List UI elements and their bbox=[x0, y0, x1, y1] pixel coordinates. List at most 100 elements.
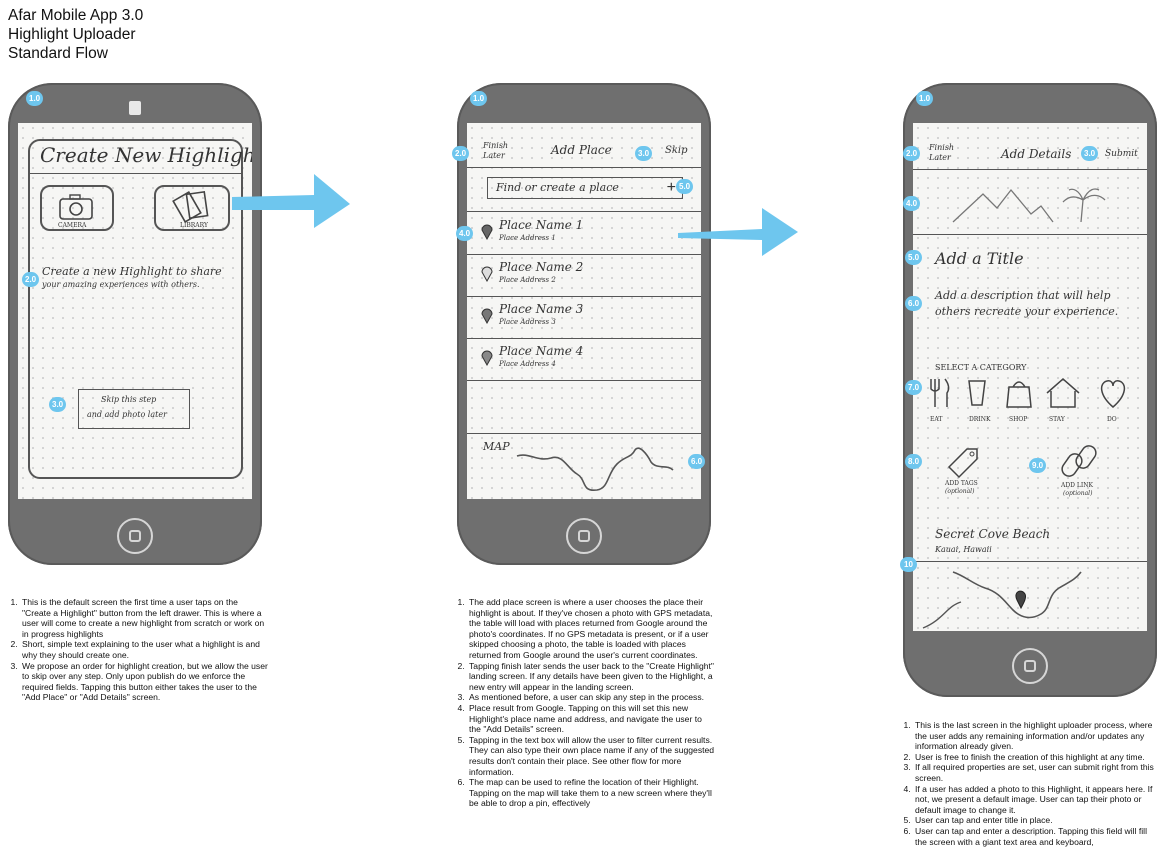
note-item: If all required properties are set, user… bbox=[913, 762, 1160, 783]
add-details-title: Add Details bbox=[1001, 147, 1072, 161]
note-item: If a user has added a photo to this High… bbox=[913, 784, 1160, 816]
shop-icon[interactable] bbox=[1006, 381, 1032, 408]
place-name: Place Name 4 bbox=[499, 344, 584, 358]
category-icons bbox=[930, 378, 1126, 408]
home-button[interactable] bbox=[117, 518, 153, 554]
tag-icon[interactable] bbox=[943, 441, 983, 481]
annotation-4-0: 4.0 bbox=[903, 196, 921, 211]
place-address: Place Address 1 bbox=[499, 234, 556, 242]
phone-1-screen: Create New Highlight CAMERA LIBRARY Crea… bbox=[18, 123, 252, 499]
finish-later-line-2: Later bbox=[929, 153, 951, 162]
category-stay: STAY bbox=[1049, 416, 1065, 423]
create-title: Create New Highlight bbox=[40, 143, 252, 167]
map-coastline-icon bbox=[516, 447, 674, 491]
annotation-9-0: 9.0 bbox=[1029, 458, 1047, 473]
category-shop: SHOP bbox=[1009, 416, 1028, 423]
add-place-plus-icon[interactable]: + bbox=[666, 179, 676, 196]
location-pin-icon bbox=[481, 350, 493, 366]
annotation-1-0: 1.0 bbox=[470, 91, 488, 106]
skip-photo-button[interactable]: Skip this step and add photo later bbox=[78, 389, 190, 429]
place-row-4[interactable]: Place Name 4 Place Address 4 bbox=[467, 338, 701, 381]
note-item: Place result from Google. Tapping on thi… bbox=[467, 703, 715, 735]
annotation-1-0: 1.0 bbox=[26, 91, 44, 106]
place-search-input[interactable]: Find or create a place + bbox=[487, 177, 683, 199]
stay-icon[interactable] bbox=[1046, 378, 1080, 408]
annotation-2-0: 2.0 bbox=[903, 146, 921, 161]
location-pin-icon bbox=[481, 266, 493, 282]
note-item: We propose an order for highlight creati… bbox=[20, 661, 268, 703]
intro-text-line-1: Create a new Highlight to share bbox=[42, 265, 222, 278]
home-button[interactable] bbox=[566, 518, 602, 554]
add-tags-optional: (optional) bbox=[945, 488, 975, 495]
place-row-3[interactable]: Place Name 3 Place Address 3 bbox=[467, 296, 701, 339]
header-line-1: Afar Mobile App 3.0 bbox=[8, 7, 144, 24]
annotation-3-0: 3.0 bbox=[1081, 146, 1099, 161]
phone-3: Finish Later Add Details Submit Add a Ti… bbox=[900, 83, 1157, 697]
title-field[interactable]: Add a Title bbox=[935, 249, 1024, 268]
location-pin-icon bbox=[481, 308, 493, 324]
note-item: User is free to finish the creation of t… bbox=[913, 752, 1160, 763]
note-item: Tapping in the text box will allow the u… bbox=[467, 735, 715, 777]
diagram-header: Afar Mobile App 3.0 Highlight Uploader S… bbox=[8, 6, 143, 63]
phone-2: Finish Later Add Place Skip Find or crea… bbox=[452, 83, 711, 565]
nav-divider bbox=[913, 169, 1147, 170]
library-label: LIBRARY bbox=[180, 222, 208, 229]
place-address: Place Address 4 bbox=[499, 360, 556, 368]
phone-3-screen: Finish Later Add Details Submit Add a Ti… bbox=[913, 123, 1147, 631]
add-tags-label: ADD TAGS bbox=[945, 480, 978, 487]
place-map[interactable]: MAP bbox=[467, 434, 701, 499]
note-item: Short, simple text explaining to the use… bbox=[20, 639, 268, 660]
place-row-2[interactable]: Place Name 2 Place Address 2 bbox=[467, 254, 701, 297]
place-location: Kauai, Hawaii bbox=[935, 545, 992, 554]
eat-icon[interactable] bbox=[930, 378, 950, 407]
camera-button[interactable] bbox=[40, 185, 114, 231]
place-row-1[interactable]: Place Name 1 Place Address 1 bbox=[467, 212, 701, 255]
annotation-5-0: 5.0 bbox=[905, 250, 923, 265]
place-name: Place Name 3 bbox=[499, 302, 584, 316]
map-divider bbox=[913, 561, 1147, 562]
create-card bbox=[28, 139, 243, 479]
map-coastline-icon bbox=[922, 571, 1082, 629]
home-button[interactable] bbox=[1012, 648, 1048, 684]
add-link-optional: (optional) bbox=[1063, 490, 1093, 497]
annotation-6-0: 6.0 bbox=[688, 454, 706, 469]
note-item: The map can be used to refine the locati… bbox=[467, 777, 715, 809]
annotation-7-0: 7.0 bbox=[905, 380, 923, 395]
annotation-6-0: 6.0 bbox=[905, 296, 923, 311]
category-eat: EAT bbox=[930, 416, 943, 423]
library-button[interactable] bbox=[154, 185, 230, 231]
annotation-3-0: 3.0 bbox=[635, 146, 653, 161]
submit-link[interactable]: Submit bbox=[1105, 149, 1138, 159]
drink-icon[interactable] bbox=[968, 380, 986, 406]
category-heading: SELECT A CATEGORY bbox=[935, 363, 1027, 372]
flow-arrow-1 bbox=[232, 174, 350, 228]
note-item: As mentioned before, a user can skip any… bbox=[467, 692, 715, 703]
skip-text-line-1: Skip this step bbox=[101, 395, 157, 404]
search-placeholder: Find or create a place bbox=[496, 181, 619, 194]
annotation-8-0: 8.0 bbox=[905, 454, 923, 469]
landscape-image-icon bbox=[952, 188, 1106, 223]
annotation-1-0: 1.0 bbox=[916, 91, 934, 106]
notes-screen-3: This is the last screen in the highlight… bbox=[893, 720, 1160, 847]
flow-arrow-2 bbox=[678, 208, 798, 256]
skip-link[interactable]: Skip bbox=[665, 145, 688, 156]
title-underline bbox=[30, 173, 241, 174]
place-name: Place Name 1 bbox=[499, 218, 584, 232]
library-icon bbox=[172, 190, 209, 223]
header-line-2: Highlight Uploader bbox=[8, 26, 136, 43]
annotation-10: 10 bbox=[900, 557, 917, 572]
link-icon[interactable] bbox=[1059, 441, 1103, 481]
speaker-icon bbox=[129, 101, 141, 115]
description-line-1[interactable]: Add a description that will help bbox=[935, 289, 1111, 302]
highlight-photo[interactable] bbox=[913, 170, 1147, 235]
annotation-2-0: 2.0 bbox=[452, 146, 470, 161]
finish-later-line-1: Finish bbox=[483, 141, 509, 150]
place-map[interactable] bbox=[913, 562, 1147, 631]
skip-text-line-2: and add photo later bbox=[87, 410, 167, 419]
add-link-label: ADD LINK bbox=[1061, 482, 1093, 489]
header-line-3: Standard Flow bbox=[8, 45, 108, 62]
do-icon[interactable] bbox=[1100, 380, 1126, 408]
note-item: This is the default screen the first tim… bbox=[20, 597, 268, 639]
note-item: This is the last screen in the highlight… bbox=[913, 720, 1160, 752]
intro-text-line-2: your amazing experiences with others. bbox=[42, 280, 200, 289]
